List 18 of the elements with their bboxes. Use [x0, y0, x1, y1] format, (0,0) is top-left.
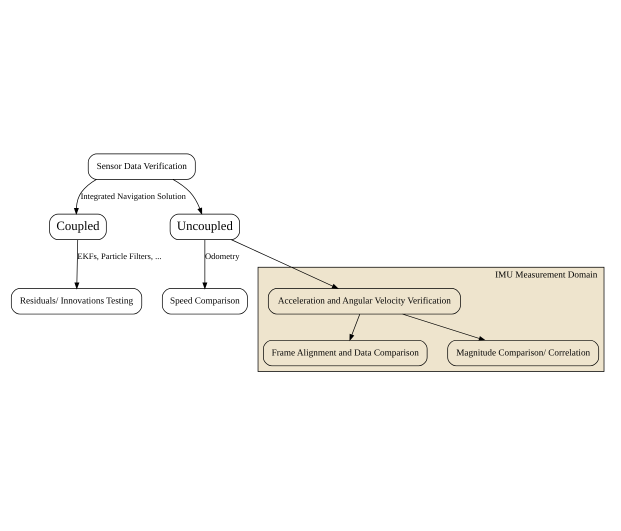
edge-label: EKFs, Particle Filters, ... — [77, 251, 162, 262]
node-box: Speed Comparison — [162, 288, 248, 314]
node-box: Uncoupled — [170, 214, 240, 240]
arrow — [402, 314, 486, 341]
node-box: Magnitude Comparison/ Correlation — [447, 340, 600, 366]
node-box: Residuals/ Innovations Testing — [10, 288, 142, 314]
node-box: Frame Alignment and Data Comparison — [263, 340, 428, 366]
edge-label: Odometry — [205, 251, 240, 262]
arrow — [202, 239, 208, 290]
arrow — [74, 239, 80, 290]
arrow — [230, 239, 339, 289]
node-box: Sensor Data Verification — [88, 153, 196, 180]
arrow — [349, 314, 360, 342]
node-box: Acceleration and Angular Velocity Verification — [268, 288, 461, 314]
arrow — [172, 179, 202, 215]
edge-label: Integrated Navigation Solution — [80, 190, 186, 201]
arrow — [74, 179, 97, 216]
node-box: Coupled — [49, 214, 107, 240]
